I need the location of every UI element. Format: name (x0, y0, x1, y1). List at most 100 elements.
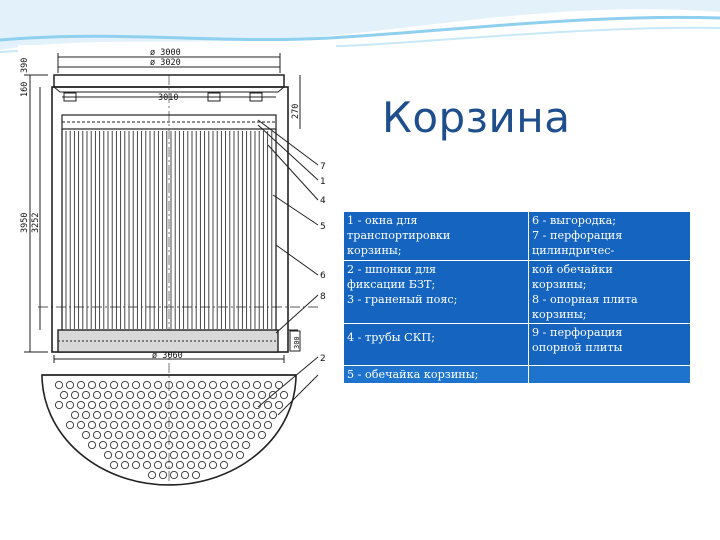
slide-title: Корзина (382, 93, 571, 142)
perforation-hole (169, 430, 179, 440)
basket-drawing: ø 3000 ø 3020 3010 ø 3060 160 390 3950 3… (18, 45, 336, 490)
perforation-hole (219, 440, 229, 450)
callout-5: 5 (320, 222, 326, 232)
perforation-hole (164, 460, 174, 470)
perforation-hole (109, 460, 119, 470)
perforation-hole (131, 400, 141, 410)
legend-table: 1 - окна для транспортировки корзины; 6 … (343, 211, 691, 384)
perforation-hole (274, 400, 284, 410)
perforation-hole (175, 460, 185, 470)
legend-cell-right: 9 - перфорация опорной плиты (528, 323, 691, 366)
tubes (65, 131, 273, 329)
perforation-hole (186, 460, 196, 470)
perforation-hole (263, 400, 273, 410)
perforation-hole (76, 380, 86, 390)
perforation-hole (230, 400, 240, 410)
lug (249, 92, 263, 102)
perforation-hole (59, 390, 69, 400)
perforation-hole (186, 440, 196, 450)
perforation-hole (213, 430, 223, 440)
perforation-hole (81, 390, 91, 400)
perforation-hole (241, 400, 251, 410)
perforation-hole (246, 390, 256, 400)
perforation-hole (219, 380, 229, 390)
perforation-hole (147, 470, 157, 480)
basket-drawing-svg: ø 3000 ø 3020 3010 ø 3060 160 390 3950 3… (20, 48, 326, 486)
perforation-hole (158, 390, 168, 400)
perforation-hole (274, 380, 284, 390)
perforation-hole (213, 390, 223, 400)
perforation-hole (241, 440, 251, 450)
lug (63, 92, 77, 102)
perforation-hole (136, 430, 146, 440)
perforation-hole (54, 400, 64, 410)
perforation-hole (109, 420, 119, 430)
legend-text: опорной плиты (532, 341, 623, 354)
legend-row: 1 - окна для транспортировки корзины; 6 … (343, 211, 691, 261)
perforation-hole (120, 460, 130, 470)
perforation-hole (197, 420, 207, 430)
legend-text: корзины; (532, 278, 587, 291)
perforation-hole (125, 430, 135, 440)
perforation-hole (158, 410, 168, 420)
perforation-hole (142, 380, 152, 390)
legend-text: цилиндричес- (532, 244, 615, 257)
perforation-hole (235, 410, 245, 420)
perforation-hole (87, 380, 97, 390)
perforation-hole (180, 430, 190, 440)
perforation-hole (191, 450, 201, 460)
perforation-hole (114, 450, 124, 460)
perforation-hole (191, 470, 201, 480)
perforation-hole (235, 390, 245, 400)
perforation-hole (70, 390, 80, 400)
legend-text: 2 - шпонки для (347, 263, 437, 276)
perforation-hole (186, 380, 196, 390)
perforation-hole (202, 430, 212, 440)
perforation-hole (54, 380, 64, 390)
perforation-hole (147, 430, 157, 440)
perforation-hole (114, 430, 124, 440)
perforation-hole (147, 410, 157, 420)
callout-2: 2 (320, 354, 326, 364)
legend-text: кой обечайки (532, 263, 613, 276)
perforation-hole (197, 380, 207, 390)
perforation-hole (241, 420, 251, 430)
perforation-hole (230, 420, 240, 430)
perforation-hole (213, 410, 223, 420)
perforation-hole (125, 410, 135, 420)
perforation-hole (252, 420, 262, 430)
perforation-hole (92, 410, 102, 420)
dim-3010: 3010 (158, 93, 178, 103)
callout-4: 4 (320, 196, 326, 206)
perforation-hole (125, 390, 135, 400)
legend-text: 3 - граненый пояс; (347, 293, 458, 306)
perforation-hole (175, 380, 185, 390)
callout-6: 6 (320, 271, 326, 281)
perforation-hole (153, 420, 163, 430)
callout-1: 1 (320, 177, 326, 187)
perforation-hole (213, 450, 223, 460)
perforation-hole (92, 430, 102, 440)
legend-row: 4 - трубы СКП; 9 - перфорация опорной пл… (343, 323, 691, 366)
legend-text: 9 - перфорация (532, 326, 623, 339)
perforation-hole (175, 400, 185, 410)
perforation-hole (153, 460, 163, 470)
perforation-hole (241, 380, 251, 390)
perforation-hole (65, 400, 75, 410)
perforation-hole (208, 380, 218, 390)
perforation-hole (153, 400, 163, 410)
dim-d3000: ø 3000 (150, 48, 181, 58)
perforation-hole (219, 460, 229, 470)
perforation-hole (120, 400, 130, 410)
perforation-hole (208, 460, 218, 470)
perforation-hole (224, 390, 234, 400)
perforation-hole (131, 380, 141, 390)
perforation-hole (235, 450, 245, 460)
dim-160: 160 (20, 82, 30, 97)
perforation-hole (120, 440, 130, 450)
perforation-hole (208, 420, 218, 430)
perforation-hole (142, 400, 152, 410)
perforation-hole (279, 390, 289, 400)
perforation-hole (224, 450, 234, 460)
perforation-hole (169, 470, 179, 480)
